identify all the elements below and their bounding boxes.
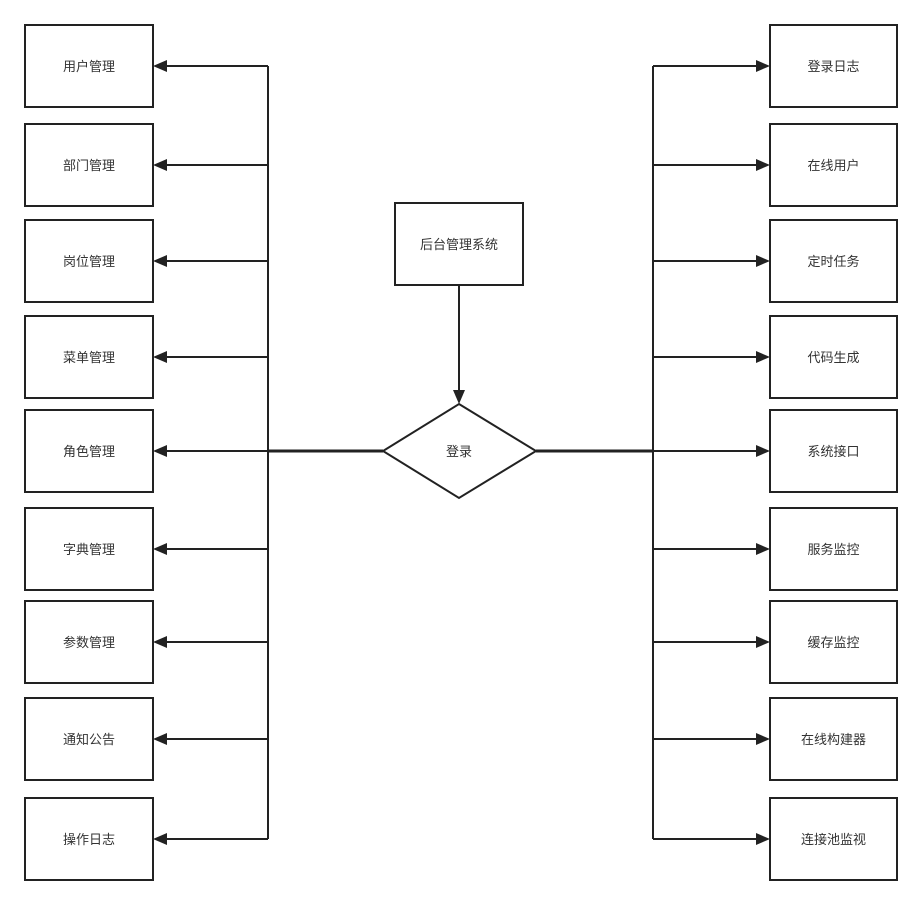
left-branch-arrowhead bbox=[153, 255, 167, 267]
module-node-left: 菜单管理 bbox=[24, 315, 154, 399]
module-box bbox=[24, 24, 154, 108]
module-label: 在线用户 bbox=[807, 158, 859, 174]
right-branch-arrowhead bbox=[756, 543, 770, 555]
right-branch-arrowhead bbox=[756, 733, 770, 745]
module-box bbox=[24, 219, 154, 303]
left-branch-arrowhead bbox=[153, 60, 167, 72]
module-label: 岗位管理 bbox=[63, 255, 115, 270]
module-label: 连接池监视 bbox=[801, 832, 866, 848]
module-label: 参数管理 bbox=[63, 635, 115, 651]
module-label: 字典管理 bbox=[63, 543, 115, 558]
right-branch-arrowhead bbox=[756, 159, 770, 171]
module-label: 用户管理 bbox=[63, 59, 115, 75]
module-box bbox=[24, 409, 154, 493]
decision-diamond bbox=[381, 402, 538, 500]
module-node-left: 通知公告 bbox=[24, 697, 154, 781]
left-branch-arrowhead bbox=[153, 636, 167, 648]
module-node-left: 操作日志 bbox=[24, 797, 154, 881]
left-branch-arrowhead bbox=[153, 159, 167, 171]
right-branch-arrowhead bbox=[756, 255, 770, 267]
module-box bbox=[769, 600, 898, 684]
module-node-left: 岗位管理 bbox=[24, 219, 154, 303]
connectors bbox=[153, 60, 770, 845]
right-branch-arrowhead bbox=[756, 445, 770, 457]
module-box bbox=[769, 123, 898, 207]
module-label: 系统接口 bbox=[807, 444, 859, 460]
module-node-right: 在线用户 bbox=[769, 123, 898, 207]
left-branch-arrowhead bbox=[153, 543, 167, 555]
left-branch-arrowhead bbox=[153, 445, 167, 457]
decision-label: 登录 bbox=[446, 445, 472, 460]
root-label: 后台管理系统 bbox=[420, 238, 498, 253]
root-node: 后台管理系统 bbox=[394, 202, 524, 286]
module-node-right: 服务监控 bbox=[769, 507, 898, 591]
module-label: 在线构建器 bbox=[801, 733, 866, 748]
module-box bbox=[769, 315, 898, 399]
left-branch-arrowhead bbox=[153, 733, 167, 745]
module-node-right: 缓存监控 bbox=[769, 600, 898, 684]
login-decision: 登录 bbox=[381, 402, 538, 500]
module-label: 服务监控 bbox=[807, 542, 859, 558]
module-node-left: 用户管理 bbox=[24, 24, 154, 108]
module-label: 通知公告 bbox=[63, 732, 115, 748]
module-node-right: 系统接口 bbox=[769, 409, 898, 493]
module-node-right: 登录日志 bbox=[769, 24, 898, 108]
module-node-left: 参数管理 bbox=[24, 600, 154, 684]
module-box bbox=[769, 797, 898, 881]
module-box bbox=[24, 123, 154, 207]
module-label: 角色管理 bbox=[63, 444, 115, 460]
module-node-right: 定时任务 bbox=[769, 219, 898, 303]
module-box bbox=[769, 697, 898, 781]
module-label: 定时任务 bbox=[807, 254, 859, 270]
module-box bbox=[24, 600, 154, 684]
left-branch-arrowhead bbox=[153, 351, 167, 363]
module-box bbox=[24, 797, 154, 881]
module-box bbox=[769, 409, 898, 493]
module-node-left: 部门管理 bbox=[24, 123, 154, 207]
right-branch-arrowhead bbox=[756, 60, 770, 72]
module-box bbox=[769, 507, 898, 591]
module-node-left: 字典管理 bbox=[24, 507, 154, 591]
module-box bbox=[24, 507, 154, 591]
module-label: 登录日志 bbox=[807, 60, 859, 75]
module-label: 代码生成 bbox=[807, 351, 859, 366]
module-box bbox=[769, 219, 898, 303]
module-box bbox=[24, 315, 154, 399]
left-branch-arrowhead bbox=[153, 833, 167, 845]
module-label: 菜单管理 bbox=[63, 351, 115, 366]
module-label: 部门管理 bbox=[63, 159, 115, 174]
module-node-right: 连接池监视 bbox=[769, 797, 898, 881]
module-box bbox=[24, 697, 154, 781]
module-node-right: 在线构建器 bbox=[769, 697, 898, 781]
module-label: 操作日志 bbox=[63, 832, 115, 848]
module-box bbox=[769, 24, 898, 108]
module-node-right: 代码生成 bbox=[769, 315, 898, 399]
root-to-login-arrowhead bbox=[453, 390, 465, 404]
right-branch-arrowhead bbox=[756, 833, 770, 845]
root-box bbox=[394, 202, 524, 286]
module-node-left: 角色管理 bbox=[24, 409, 154, 493]
right-branch-arrowhead bbox=[756, 351, 770, 363]
right-branch-arrowhead bbox=[756, 636, 770, 648]
module-label: 缓存监控 bbox=[807, 636, 859, 651]
